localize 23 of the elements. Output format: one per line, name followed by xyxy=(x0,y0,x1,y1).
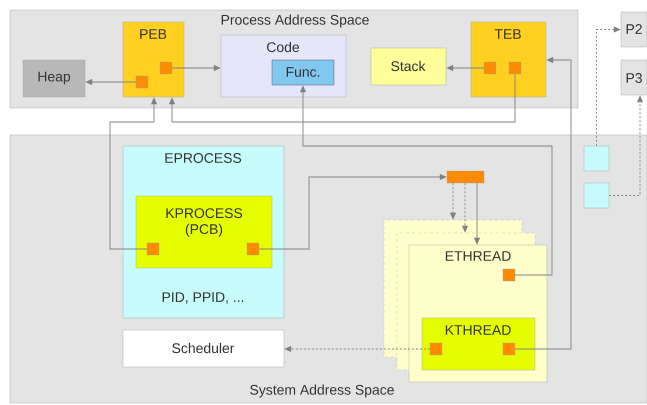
structure-box: KTHREAD xyxy=(422,318,536,370)
small-box xyxy=(584,182,610,208)
small-box xyxy=(584,146,610,172)
structure-box: PEB xyxy=(122,22,184,98)
structure-box: Stack xyxy=(370,48,446,86)
pointer-square xyxy=(430,342,442,356)
structure-box: Heap xyxy=(22,60,86,98)
arrow xyxy=(168,74,516,122)
structure-box: KPROCESS (PCB) xyxy=(136,196,272,268)
pointer-square xyxy=(508,62,522,74)
structure-box: P3 xyxy=(620,60,647,96)
pointer-square xyxy=(502,342,516,356)
structure-box: Func. xyxy=(272,60,334,86)
structure-box: TEB xyxy=(470,22,546,98)
structure-box: P2 xyxy=(620,12,647,48)
pointer-square xyxy=(160,62,172,74)
pointer-square xyxy=(136,76,148,88)
pointer-square xyxy=(146,242,160,256)
pointer-square xyxy=(246,242,260,256)
structure-box: Scheduler xyxy=(122,330,284,368)
thread-list xyxy=(446,170,484,184)
pointer-square xyxy=(484,62,496,74)
pointer-square xyxy=(502,268,516,282)
